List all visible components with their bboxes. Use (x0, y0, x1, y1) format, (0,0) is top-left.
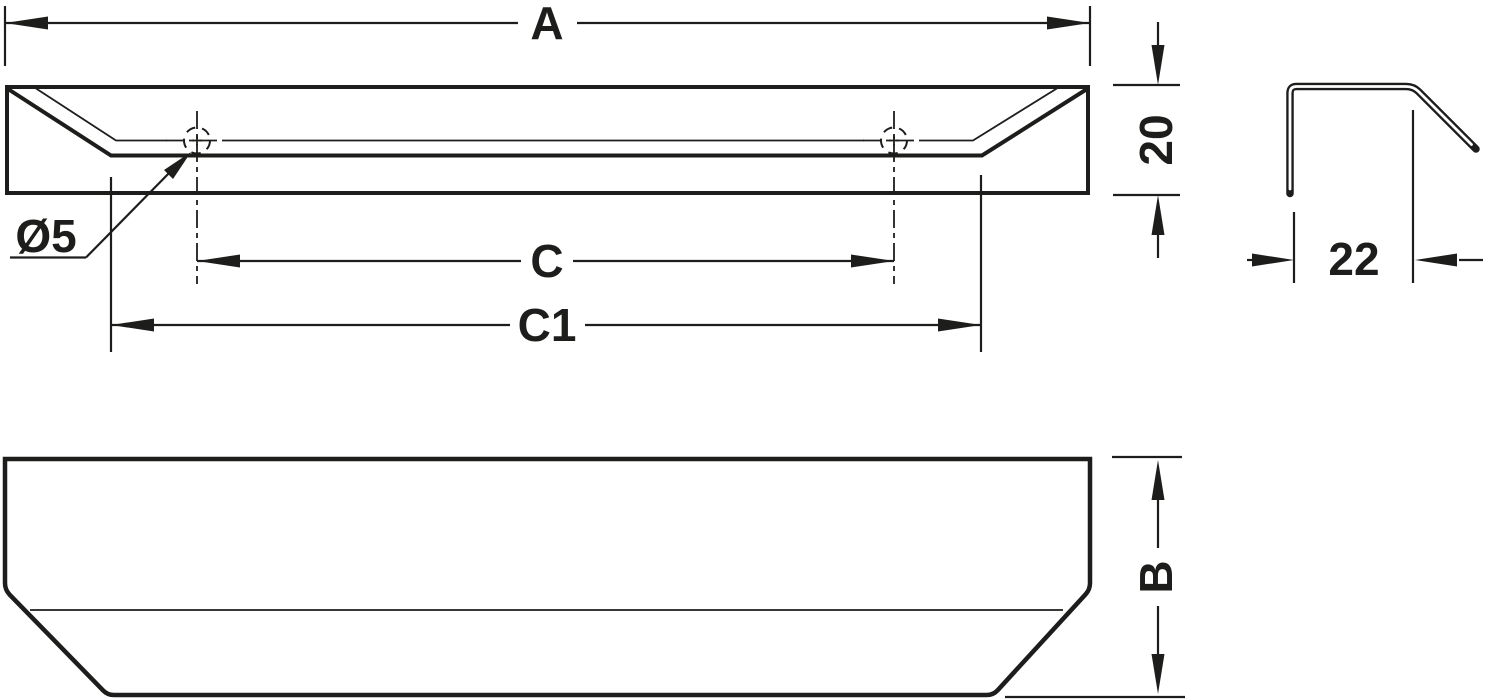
c-arrowhead-left (197, 254, 240, 268)
front-view (5, 85, 1090, 195)
front-chamfer-thin-right (924, 85, 1061, 142)
dim22-arrowhead-right (1415, 253, 1457, 267)
a-arrowhead-left (5, 16, 48, 30)
c1-dim-label: C1 (518, 299, 577, 351)
dim22-label: 22 (1328, 233, 1379, 285)
hole-left (166, 111, 228, 284)
dimension-22: 22 (1247, 110, 1483, 285)
leader-line (85, 165, 177, 259)
c1-arrowhead-right (938, 318, 981, 332)
dimb-label: B (1130, 560, 1182, 593)
dim22-arrowhead-left (1252, 253, 1294, 267)
front-chamfer-thin-left (32, 85, 167, 142)
dimension-20: 20 (1113, 22, 1182, 258)
dimension-a: A (3, 0, 1092, 66)
dimension-b: B (1005, 455, 1185, 699)
dimension-c: C (197, 235, 894, 287)
leader-arrowhead (164, 152, 191, 179)
front-grip-edge-thick (6, 87, 1089, 158)
c-arrowhead-right (851, 254, 894, 268)
dia5-leader: Ø5 (10, 152, 191, 262)
dimb-arrowhead-top (1151, 460, 1165, 500)
c1-arrowhead-left (111, 318, 154, 332)
bottom-view (2, 456, 1093, 698)
hole-diameter-label: Ø5 (15, 210, 76, 262)
profile-side-view (1286, 82, 1480, 198)
dim20-label: 20 (1130, 114, 1182, 165)
dim20-arrowhead-top (1151, 45, 1165, 85)
c-dim-label: C (530, 235, 563, 287)
dimb-arrowhead-bottom (1151, 654, 1165, 694)
profile-outline (1286, 82, 1480, 198)
dimension-c1: C1 (109, 175, 983, 352)
profile-inner-line (1288, 85, 1473, 191)
a-arrowhead-right (1047, 16, 1090, 30)
a-dim-label: A (530, 0, 563, 49)
bottom-outline (2, 456, 1093, 698)
dim20-arrowhead-bottom (1151, 195, 1165, 235)
hole-right (863, 111, 925, 284)
